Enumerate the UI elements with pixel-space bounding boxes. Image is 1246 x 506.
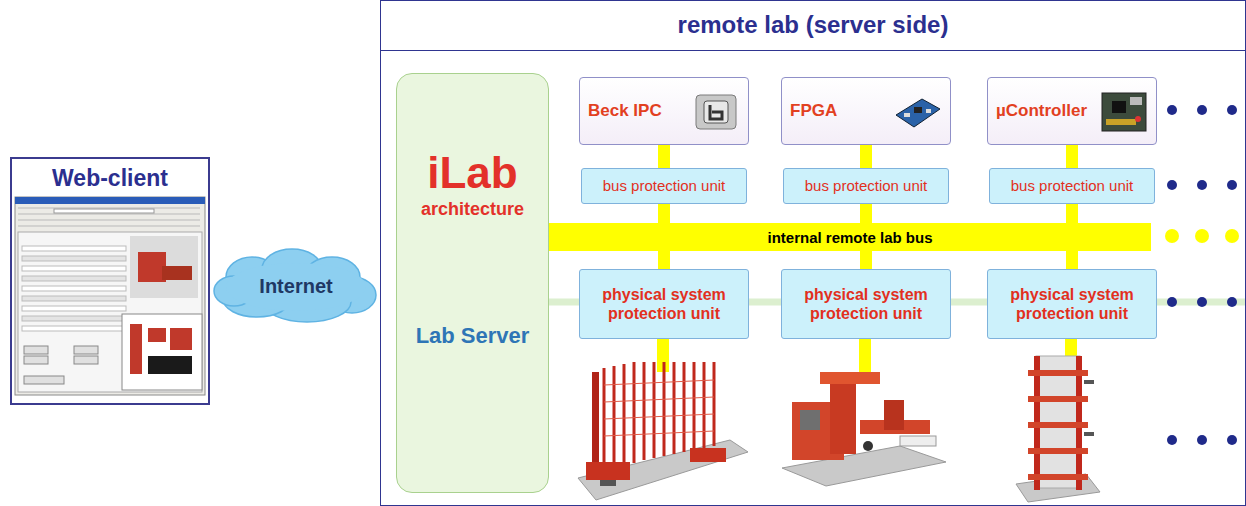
bus-band: internal remote lab bus <box>549 223 1151 251</box>
warehouse-photo <box>578 362 748 500</box>
bus-label: internal remote lab bus <box>767 229 932 246</box>
controller-label: FPGA <box>790 101 837 121</box>
server-label: Lab Server <box>416 323 530 348</box>
bus-connector <box>860 251 872 269</box>
bus-connector <box>860 145 872 168</box>
continuation-dots <box>1167 105 1237 445</box>
bus-protection-label: bus protection unit <box>603 177 726 195</box>
architecture-name: iLab <box>427 148 517 199</box>
bus-connector <box>860 204 872 223</box>
bus-protection-box: bus protection unit <box>989 168 1155 204</box>
bus-protection-label: bus protection unit <box>805 177 928 195</box>
lab-server-box: iLabarchitectureLab Server <box>396 73 549 493</box>
protection-box: physical system protection unit <box>579 269 749 339</box>
tower-photo <box>1016 356 1100 502</box>
protection-label: physical system protection unit <box>996 285 1148 323</box>
panel-title: remote lab (server side) <box>381 1 1245 51</box>
controller-box: µController <box>987 77 1157 145</box>
bus-connector <box>658 204 670 223</box>
controller-label: µController <box>996 101 1087 121</box>
bus-connector <box>1066 251 1078 269</box>
bus-dots <box>1165 229 1239 243</box>
controller-box: Beck IPC <box>579 77 749 145</box>
controller-box: FPGA <box>781 77 951 145</box>
bus-protection-box: bus protection unit <box>581 168 747 204</box>
ipc-icon <box>690 85 742 137</box>
bus-connector <box>658 251 670 269</box>
bus-connector <box>1066 204 1078 223</box>
protection-box: physical system protection unit <box>781 269 951 339</box>
fpga-icon <box>892 85 944 137</box>
bus-protection-label: bus protection unit <box>1011 177 1134 195</box>
protection-label: physical system protection unit <box>588 285 740 323</box>
architecture-label: architecture <box>421 199 524 220</box>
bus-connector <box>1066 145 1078 168</box>
client-title: Web-client <box>48 159 172 196</box>
cloud-label: Internet <box>259 275 332 298</box>
mcu-icon <box>1098 85 1150 137</box>
bus-protection-box: bus protection unit <box>783 168 949 204</box>
bus-connector <box>658 145 670 168</box>
processing-station-photo <box>782 372 946 486</box>
protection-label: physical system protection unit <box>790 285 942 323</box>
protection-box: physical system protection unit <box>987 269 1157 339</box>
web-client-box: Web-client <box>10 157 210 405</box>
controller-label: Beck IPC <box>588 101 662 121</box>
browser-screenshot <box>14 196 206 396</box>
remote-lab-panel: iLabarchitectureLab Server Beck IPC FPGA µC… <box>380 0 1246 506</box>
internet-cloud: Internet <box>212 247 380 325</box>
